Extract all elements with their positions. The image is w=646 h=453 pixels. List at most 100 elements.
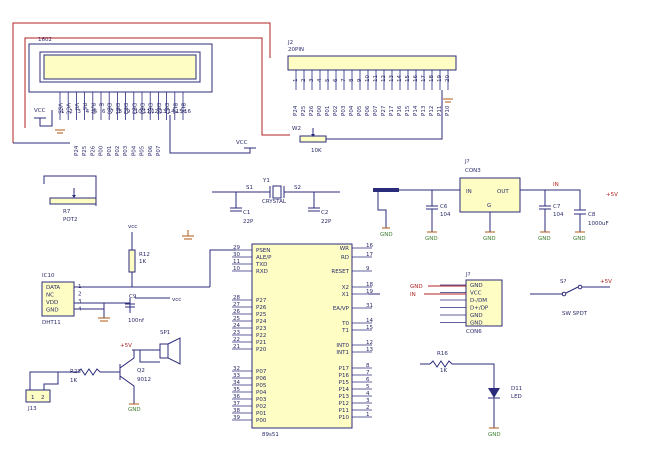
- header-pin-number: 10: [365, 75, 371, 82]
- c2-value: 22P: [321, 219, 332, 225]
- header-pin-number: 17: [421, 75, 427, 82]
- header-pin-label: P27: [381, 105, 387, 116]
- gnd-label-2: GND: [425, 236, 438, 242]
- wire-lcd-loop: [24, 37, 290, 136]
- lcd-pin-label: V0: [73, 103, 79, 111]
- header-pin-label: P03: [341, 105, 347, 116]
- lcd-pin-label: VCC: [65, 103, 71, 115]
- mcu-left-pin-number: 38: [233, 408, 240, 414]
- mcu-right-pin-name: P11: [339, 408, 349, 414]
- mcu-right-pin-name: RD: [341, 255, 349, 261]
- mcu-right-pin-name: X2: [342, 285, 349, 291]
- lcd-pin-label: DB7: [163, 103, 169, 115]
- lcd-pin-number: 8: [118, 109, 122, 115]
- r12-ref: R12: [139, 252, 150, 258]
- mcu-right-pin-number: 9: [366, 266, 370, 272]
- y1-ref: Y1: [262, 178, 270, 184]
- header-pin-label: P15: [405, 105, 411, 116]
- dht-pin-label: DATA: [46, 285, 60, 291]
- s7-value: SW SPDT: [562, 311, 588, 317]
- wire-r7: [43, 175, 97, 206]
- mcu-left-pin-number: 37: [233, 401, 240, 407]
- mcu-left-pin-number: 28: [233, 295, 240, 301]
- lcd-pin-label: E: [98, 103, 104, 107]
- c7-ref: C7: [553, 204, 561, 210]
- lcd-pin-number: 15: [176, 109, 183, 115]
- con6-left-gnd: GND: [410, 284, 423, 290]
- r7-value: POT2: [63, 217, 78, 223]
- mcu-right-pin-number: 14: [366, 318, 373, 324]
- header-pin-label: P04: [349, 105, 355, 116]
- gnd-label-1: GND: [380, 232, 393, 238]
- mcu-body: [251, 243, 353, 429]
- header-pin-number: 13: [389, 75, 395, 82]
- lcd-bus-label: P02: [115, 146, 121, 156]
- lcd-pin-label: RS: [81, 103, 87, 111]
- lcd-bus-label: P07: [156, 145, 162, 156]
- mcu-left-pin-number: 21: [233, 344, 240, 350]
- dht-pin-label: VDD: [46, 300, 58, 306]
- supply-plus5: +5V: [606, 192, 618, 198]
- lcd-bus-label: P26: [90, 145, 96, 156]
- transistor-q2: R23 1K Q2 9012 GND: [29, 350, 151, 413]
- mcu-left-pin-number: 33: [233, 373, 240, 379]
- header-pins: 1P242P253P264P005P016P027P038P049P0510P0…: [293, 70, 451, 116]
- mcu-right-pin-number: 18: [366, 282, 373, 288]
- mcu-right-pin-name: X1: [342, 292, 349, 298]
- lcd-pin-label: DB5: [147, 103, 153, 115]
- header-pin-number: 20: [445, 75, 451, 82]
- lcd-pin-label: DB1: [114, 103, 120, 115]
- r12-top: vcc: [128, 224, 137, 230]
- mcu-right-pin-number: 2: [366, 405, 370, 411]
- mcu-right-pin-name: P12: [339, 401, 349, 407]
- header-pin-label: P10: [445, 105, 451, 116]
- mcu-left-pin-number: 25: [233, 316, 240, 322]
- dht-name: DHT11: [42, 320, 61, 326]
- mcu-left-pin-name: P04: [256, 390, 267, 396]
- mcu-left-pin-number: 10: [233, 266, 240, 272]
- c8-value: 1000uF: [588, 221, 609, 227]
- reg-gnd: G: [487, 203, 491, 209]
- con6-pin-label: D+/DP: [470, 306, 489, 312]
- r12: vcc R12 1K: [128, 224, 150, 287]
- dht-pin-number: 2: [78, 292, 82, 298]
- header-pin-label: P25: [301, 105, 307, 116]
- mcu-right-pin-number: 17: [366, 252, 373, 258]
- header-pin-label: P07: [373, 105, 379, 116]
- lcd-bus-label: P05: [140, 145, 146, 156]
- header-pin-number: 11: [373, 75, 379, 82]
- header-pin-label: P11: [437, 106, 443, 116]
- w2-value: 10K: [311, 148, 322, 154]
- lcd-pin-number: 3: [77, 109, 81, 115]
- connector-j13: 1 2 J13: [25, 372, 59, 412]
- lcd-bus-label: P24: [74, 145, 80, 156]
- d11-value: LED: [511, 394, 522, 400]
- mcu-left-pin-number: 29: [233, 245, 240, 251]
- header-pin-label: P17: [389, 105, 395, 116]
- mcu-left-pin-name: P06: [256, 376, 267, 382]
- mcu-left-pin-number: 36: [233, 394, 240, 400]
- mcu-right-pin-name: P15: [339, 380, 350, 386]
- vcc-left-label: VCC: [34, 108, 46, 114]
- lcd-pin-number: 9: [127, 109, 131, 115]
- mcu-left-pin-name: P23: [256, 326, 267, 332]
- mcu-right-pin-name: P10: [339, 415, 350, 421]
- mcu-right-pin-number: 16: [366, 243, 373, 249]
- dht-pin-label: NC: [46, 293, 54, 299]
- lcd-pin-number: 13: [159, 109, 166, 115]
- d11-ref: D11: [511, 386, 522, 392]
- con6-left-in: IN: [410, 292, 416, 298]
- mcu-left-pin-number: 22: [233, 337, 240, 343]
- header-pin-number: 15: [405, 75, 411, 82]
- mcu-left-pin-name: RXD: [256, 269, 268, 275]
- mcu-left-pin-name: PSEN: [256, 248, 270, 254]
- header-pin-number: 19: [437, 75, 443, 82]
- sp1-ref: SP1: [160, 330, 170, 336]
- gnd-label-5: GND: [573, 236, 586, 242]
- c6-ref: C6: [440, 204, 448, 210]
- header-pin-number: 12: [381, 75, 387, 82]
- lcd-pin-number: 7: [110, 109, 114, 115]
